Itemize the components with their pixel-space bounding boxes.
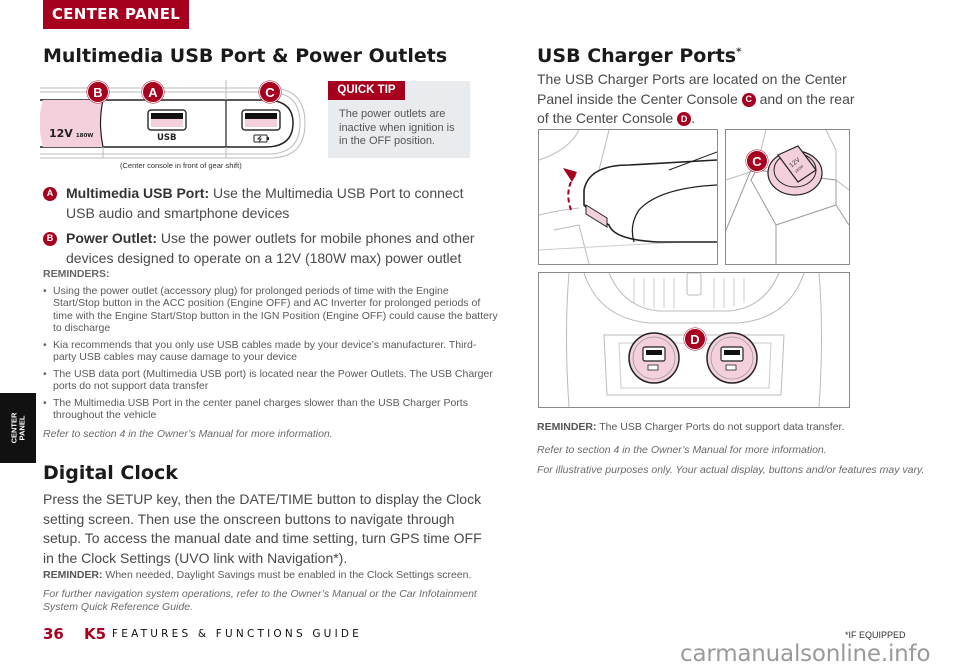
armrest-illustration <box>538 129 718 265</box>
side-tab-label: CENTER PANEL <box>9 412 26 444</box>
outlet-c-watt: 180W <box>794 164 805 174</box>
outlet-labels: 12V 180W <box>49 128 93 140</box>
badge-d: D <box>677 112 692 127</box>
usb-reminder-text: The USB Charger Ports do not support dat… <box>596 421 845 433</box>
usb-reminder-label: REMINDER: <box>537 421 597 433</box>
model-name: K5 <box>84 625 107 643</box>
reminder-item: The USB data port (Multimedia USB port) … <box>43 368 498 393</box>
intro-text: and on the rear of the Center Console <box>537 90 855 127</box>
ports-illustration-svg <box>39 80 306 159</box>
armrest-svg <box>539 130 717 264</box>
if-equipped-asterisk: * <box>736 46 742 58</box>
quick-tip-body: The power outlets are inactive when igni… <box>339 108 455 147</box>
section-tab: CENTER PANEL <box>43 0 189 29</box>
clock-body: Press the SETUP key, then the DATE/TIME … <box>43 491 482 566</box>
feature-text: Use the Multimedia USB Port to connect U… <box>66 185 464 221</box>
callout-a: A <box>142 81 164 103</box>
feature-item-a: A Multimedia USB Port: Use the Multimedi… <box>43 184 483 223</box>
outlet-c-illustration: 12V 180W C <box>725 129 850 265</box>
if-equipped-note: *IF EQUIPPED <box>845 630 906 640</box>
badge-c: C <box>741 92 756 107</box>
open-arrow-icon <box>563 168 577 182</box>
watermark: carmanualsonline.info <box>680 641 931 667</box>
feature-text: Use the power outlets for mobile phones … <box>66 230 475 266</box>
feature-list: A Multimedia USB Port: Use the Multimedi… <box>43 184 483 268</box>
outlet-watt-label: 180W <box>75 133 94 139</box>
intro-text: The USB Charger Ports are located on the… <box>537 71 847 107</box>
badge-a: A <box>43 187 57 201</box>
outlet-12v <box>39 100 103 147</box>
usb-charger-title-text: USB Charger Ports <box>537 45 737 67</box>
rear-console-svg <box>566 273 822 407</box>
ports-illustration: 12V 180W USB B A C (Center console in fr… <box>39 78 310 173</box>
side-tab: CENTER PANEL <box>0 393 36 463</box>
feature-label: Multimedia USB Port: <box>66 185 210 201</box>
badge-b: B <box>43 232 57 246</box>
multimedia-title: Multimedia USB Port & Power Outlets <box>43 45 448 67</box>
reminders-title: REMINDERS: <box>43 268 110 280</box>
multimedia-refer: Refer to section 4 in the Owner’s Manual… <box>43 427 333 440</box>
reminder-item: The Multimedia USB Port in the center pa… <box>43 397 498 422</box>
usb-charger-port-right <box>706 332 758 384</box>
usb-charger-port-left <box>628 332 680 384</box>
quick-tip-header: QUICK TIP <box>328 81 405 100</box>
illustration-caption: (Center console in front of gear shift) <box>120 161 242 170</box>
clock-reminder: REMINDER: When needed, Daylight Savings … <box>43 569 493 582</box>
feature-label: Power Outlet: <box>66 230 158 246</box>
callout-d: D <box>684 328 706 350</box>
quick-tip: QUICK TIP The power outlets are inactive… <box>328 81 470 158</box>
clock-further: For further navigation system operations… <box>43 588 477 613</box>
usb-charger-disclaimer: For illustrative purposes only. Your act… <box>537 464 925 476</box>
outlet-voltage-label: 12V <box>49 127 73 140</box>
reminder-item: Using the power outlet (accessory plug) … <box>43 285 498 335</box>
reminder-item: Kia recommends that you only use USB cab… <box>43 339 498 364</box>
usb-label: USB <box>157 133 177 143</box>
page-number: 36 <box>43 625 64 643</box>
outlet-c-svg: 12V 180W <box>726 130 849 264</box>
charger-port-icon <box>241 109 281 143</box>
reminders-list: Using the power outlet (accessory plug) … <box>43 285 498 422</box>
clock-title: Digital Clock <box>43 462 178 484</box>
usb-charger-title: USB Charger Ports* <box>537 45 741 67</box>
feature-item-b: B Power Outlet: Use the power outlets fo… <box>43 229 483 268</box>
callout-b: B <box>87 81 109 103</box>
clock-reminder-text: When needed, Daylight Savings must be en… <box>102 569 472 581</box>
usb-charger-intro: The USB Charger Ports are located on the… <box>537 70 867 129</box>
callout-c-right: C <box>746 150 768 172</box>
intro-text: . <box>691 110 695 126</box>
clock-reminder-label: REMINDER: <box>43 569 103 581</box>
callout-c: C <box>259 81 281 103</box>
usb-port-icon <box>147 109 187 131</box>
reminders: REMINDERS: Using the power outlet (acces… <box>43 268 498 440</box>
usb-charger-reminder: REMINDER: The USB Charger Ports do not s… <box>537 421 917 434</box>
guide-title: FEATURES & FUNCTIONS GUIDE <box>112 628 362 640</box>
rear-console-illustration: D <box>538 272 850 408</box>
usb-charger-refer: Refer to section 4 in the Owner’s Manual… <box>537 444 827 456</box>
